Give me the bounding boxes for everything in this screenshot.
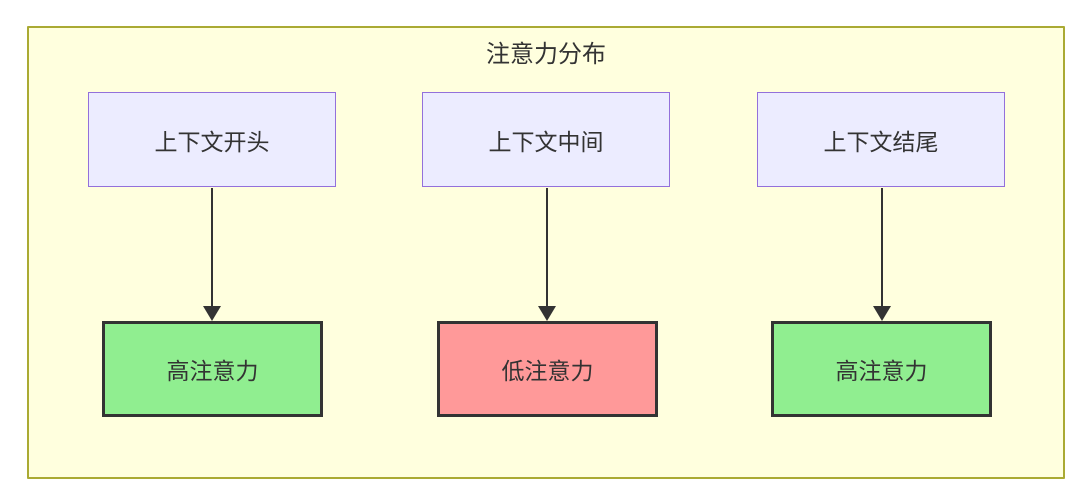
arrow-down-line xyxy=(211,188,213,307)
arrow-down-line xyxy=(881,188,883,307)
node-low-attention: 低注意力 xyxy=(437,321,658,417)
arrow-down-head-icon xyxy=(203,306,221,321)
node-high-attention-2: 高注意力 xyxy=(771,321,992,417)
node-context-end: 上下文结尾 xyxy=(757,92,1005,187)
arrow-down-head-icon xyxy=(538,306,556,321)
arrow-down-line xyxy=(546,188,548,307)
diagram-title: 注意力分布 xyxy=(486,41,606,68)
arrow-down-head-icon xyxy=(873,306,891,321)
node-context-middle: 上下文中间 xyxy=(422,92,670,187)
node-high-attention-1: 高注意力 xyxy=(102,321,323,417)
node-context-start: 上下文开头 xyxy=(88,92,336,187)
